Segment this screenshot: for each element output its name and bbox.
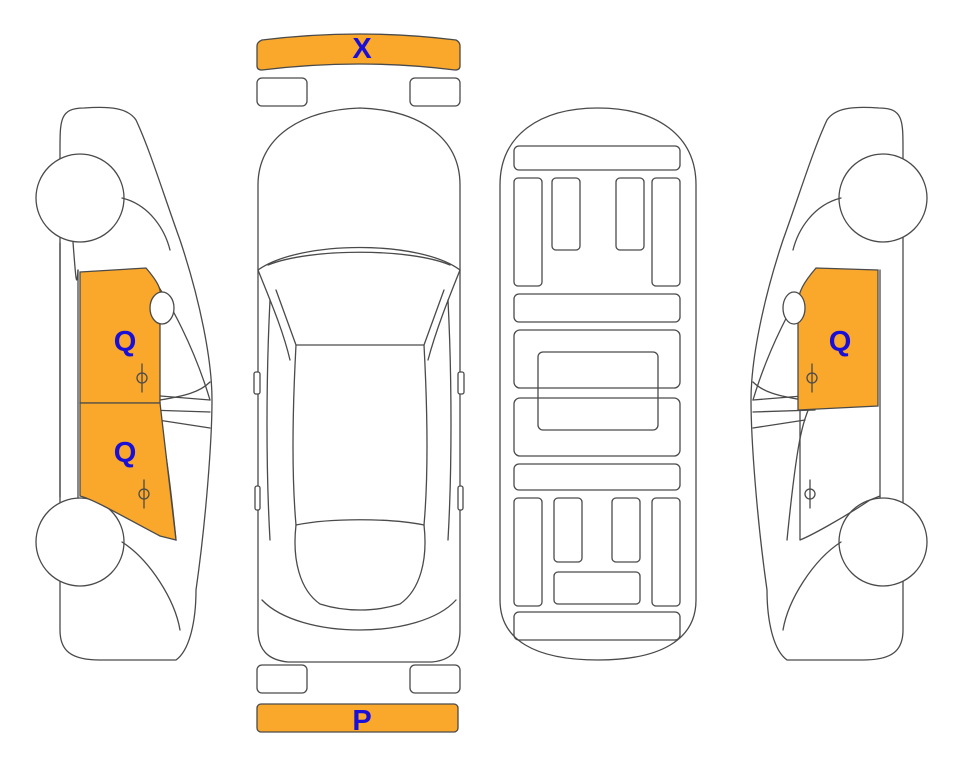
rear-right-taillight[interactable]	[409, 664, 461, 694]
right-front-door-label: Q	[829, 326, 852, 358]
front-bumper[interactable]	[256, 33, 461, 71]
left-front-door[interactable]	[79, 267, 162, 404]
left-front-wheel[interactable]	[35, 153, 125, 243]
right-rear-wheel[interactable]	[838, 497, 928, 587]
rear-left-taillight[interactable]	[256, 664, 308, 694]
left-rear-door[interactable]	[79, 402, 177, 541]
right-mirror[interactable]	[457, 371, 465, 395]
left-front-door-label: Q	[114, 326, 137, 358]
car-top-view	[253, 107, 465, 663]
right-side-mirror[interactable]	[782, 291, 806, 325]
front-bumper-label: X	[352, 33, 372, 65]
rear-bumper-label: P	[352, 705, 371, 737]
left-front-door-handle[interactable]	[136, 363, 148, 393]
left-rear-door-handle[interactable]	[138, 479, 150, 509]
front-right-headlight[interactable]	[409, 77, 461, 107]
car-underbody-view	[499, 107, 697, 661]
left-mirror[interactable]	[253, 371, 261, 395]
right-rear-door-handle[interactable]	[804, 479, 816, 509]
right-front-door-handle[interactable]	[806, 363, 818, 393]
left-rear-door-label: Q	[114, 437, 137, 469]
rear-bumper[interactable]	[256, 703, 459, 733]
right-front-door[interactable]	[797, 267, 879, 411]
left-side-mirror[interactable]	[149, 291, 175, 325]
left-rear-wheel[interactable]	[35, 497, 125, 587]
right-front-wheel[interactable]	[838, 153, 928, 243]
front-left-headlight[interactable]	[256, 77, 308, 107]
